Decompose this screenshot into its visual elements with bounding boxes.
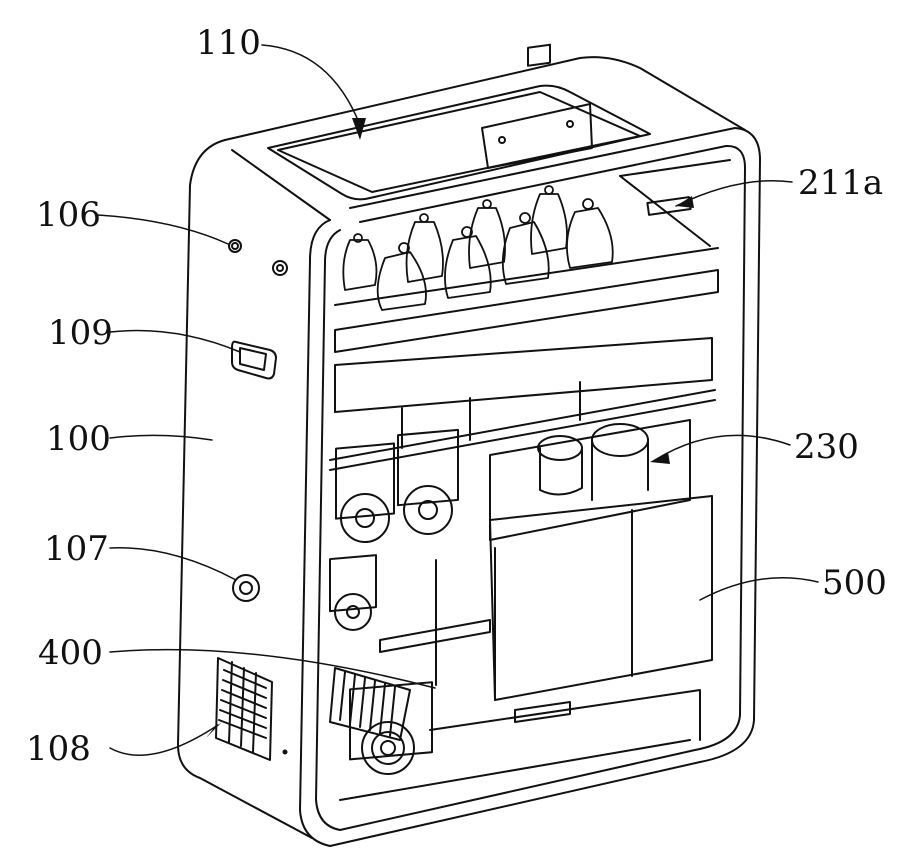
bottles <box>343 186 612 310</box>
label-400: 400 <box>38 636 103 670</box>
label-211a: 211a <box>798 166 883 200</box>
label-230: 230 <box>794 430 859 464</box>
label-109: 109 <box>48 316 113 350</box>
label-100: 100 <box>46 422 111 456</box>
label-108: 108 <box>26 732 91 766</box>
label-110: 110 <box>196 26 261 60</box>
arrow-heads <box>206 118 694 738</box>
fans <box>330 430 458 630</box>
top-opening-110 <box>268 45 650 200</box>
label-106: 106 <box>36 198 101 232</box>
label-500: 500 <box>822 566 887 600</box>
side-features <box>216 240 287 760</box>
label-107: 107 <box>44 532 109 566</box>
module-500 <box>380 496 712 700</box>
compressor-230 <box>490 420 690 540</box>
